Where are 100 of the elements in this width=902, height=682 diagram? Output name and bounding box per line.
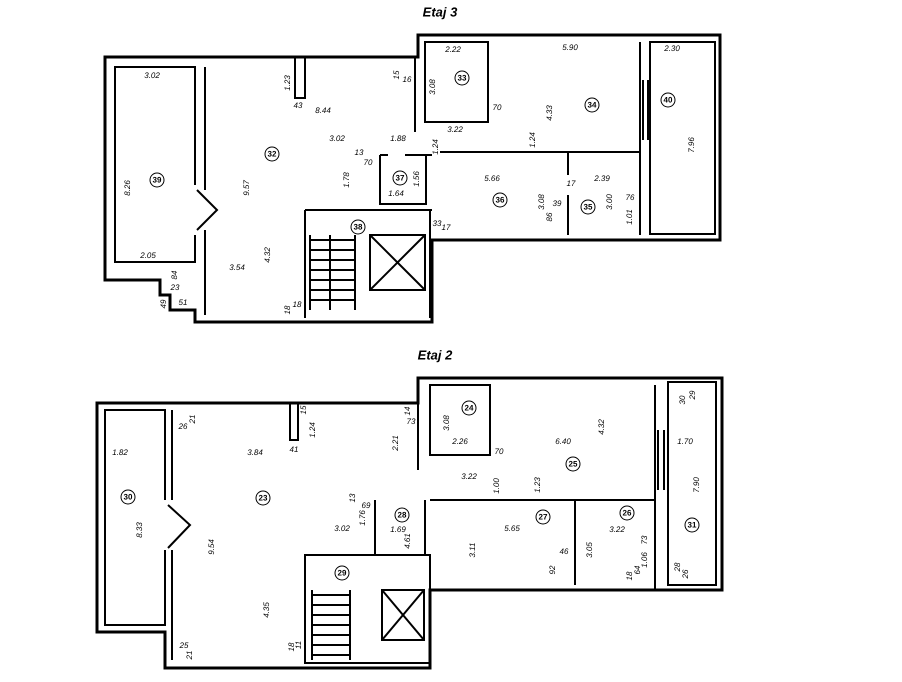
dimension-label: 2.26 bbox=[452, 438, 468, 446]
dimension-label: 70 bbox=[492, 104, 502, 112]
dimension-label: 39 bbox=[552, 200, 562, 208]
dimension-label: 41 bbox=[290, 446, 298, 454]
dimension-label: 1.56 bbox=[413, 171, 421, 187]
dimension-label: 49 bbox=[160, 300, 168, 308]
dimension-label: 3.02 bbox=[334, 525, 350, 533]
room-number: 26 bbox=[620, 506, 634, 520]
dimension-label: 4.32 bbox=[264, 247, 272, 263]
dimension-label: 9.54 bbox=[208, 539, 216, 555]
dimension-label: 4.35 bbox=[263, 602, 271, 618]
dimension-label: 2.22 bbox=[445, 46, 461, 54]
dimension-label: 70 bbox=[364, 159, 372, 167]
dimension-label: 23 bbox=[170, 284, 180, 292]
dimension-label: 17 bbox=[566, 180, 576, 188]
dimension-label: 14 bbox=[404, 406, 412, 416]
dimension-label: 28 bbox=[674, 562, 682, 572]
dimension-label: 4.61 bbox=[404, 533, 412, 549]
room-number: 28 bbox=[394, 508, 410, 522]
dimension-label: 1.70 bbox=[677, 438, 693, 446]
room-number: 39 bbox=[150, 172, 164, 188]
room-number: 32 bbox=[264, 146, 280, 162]
dimension-label: 18 bbox=[288, 642, 296, 652]
dimension-label: 1.24 bbox=[432, 139, 440, 155]
dimension-label: 18 bbox=[284, 306, 292, 314]
dimension-label: 15 bbox=[393, 70, 401, 80]
dimension-label: 3.22 bbox=[609, 526, 625, 534]
dimension-label: 1.00 bbox=[493, 478, 501, 494]
dimension-label: 30 bbox=[679, 396, 687, 404]
dimension-label: 33 bbox=[432, 220, 442, 228]
dimension-label: 84 bbox=[171, 270, 179, 280]
dimension-label: 21 bbox=[186, 650, 194, 660]
dimension-label: 17 bbox=[442, 224, 450, 232]
dimension-label: 86 bbox=[546, 212, 554, 222]
dimension-label: 8.33 bbox=[136, 522, 144, 538]
dimension-label: 21 bbox=[189, 414, 197, 424]
dimension-label: 13 bbox=[349, 494, 357, 502]
room-number: 35 bbox=[580, 200, 596, 214]
dimension-label: 18 bbox=[292, 301, 302, 309]
dimension-label: 51 bbox=[178, 299, 188, 307]
dimension-label: 1.24 bbox=[309, 422, 317, 438]
dimension-label: 1.24 bbox=[529, 132, 537, 148]
room-number: 37 bbox=[392, 170, 408, 186]
dimension-label: 1.23 bbox=[534, 477, 542, 493]
room-number: 40 bbox=[660, 92, 676, 108]
dimension-label: 29 bbox=[689, 390, 697, 400]
dimension-label: 2.21 bbox=[392, 435, 400, 451]
dimension-label: 3.08 bbox=[443, 415, 451, 431]
dimension-label: 3.05 bbox=[586, 542, 594, 558]
dimension-label: 3.54 bbox=[229, 264, 245, 272]
dimension-label: 6.40 bbox=[555, 438, 571, 446]
dimension-label: 69 bbox=[362, 502, 370, 510]
room-number: 34 bbox=[584, 98, 600, 112]
room-number: 25 bbox=[566, 456, 580, 472]
dimension-label: 3.08 bbox=[538, 194, 546, 210]
room-number: 38 bbox=[350, 220, 366, 234]
dimension-label: 70 bbox=[494, 448, 504, 456]
dimension-label: 73 bbox=[406, 418, 416, 426]
dimension-label: 3.02 bbox=[144, 72, 160, 80]
dimension-label: 16 bbox=[402, 76, 412, 84]
dimension-label: 3.02 bbox=[329, 135, 345, 143]
dimension-label: 43 bbox=[294, 102, 302, 110]
dimension-label: 5.65 bbox=[504, 525, 520, 533]
dimension-label: 3.08 bbox=[429, 79, 437, 95]
dimension-label: 15 bbox=[300, 406, 308, 414]
dimension-label: 1.88 bbox=[390, 135, 406, 143]
room-number: 36 bbox=[492, 192, 508, 208]
dimension-label: 26 bbox=[178, 423, 188, 431]
room-number: 27 bbox=[536, 510, 550, 524]
dimension-label: 3.00 bbox=[606, 194, 614, 210]
dimension-label: 7.96 bbox=[688, 137, 696, 153]
dimension-label: 1.01 bbox=[626, 209, 634, 225]
dimension-label: 76 bbox=[626, 194, 634, 202]
dimension-label: 1.23 bbox=[284, 75, 292, 91]
dimension-label: 2.05 bbox=[140, 252, 156, 260]
floor-heading: Etaj 2 bbox=[418, 348, 452, 362]
dimension-label: 2.39 bbox=[594, 175, 610, 183]
dimension-label: 3.84 bbox=[247, 449, 263, 457]
dimension-label: 1.82 bbox=[112, 449, 128, 457]
dimension-label: 73 bbox=[641, 536, 649, 544]
room-number: 29 bbox=[334, 566, 350, 580]
dimension-label: 9.57 bbox=[243, 180, 251, 196]
dimension-label: 8.44 bbox=[315, 107, 331, 115]
dimension-label: 25 bbox=[180, 642, 188, 650]
room-number: 31 bbox=[684, 518, 700, 532]
dimension-label: 1.06 bbox=[641, 552, 649, 568]
dimension-label: 46 bbox=[560, 548, 568, 556]
room-number: 33 bbox=[454, 70, 470, 86]
dimension-label: 4.33 bbox=[546, 105, 554, 121]
room-number: 24 bbox=[462, 400, 476, 416]
dimension-label: 3.22 bbox=[461, 473, 477, 481]
dimension-label: 7.90 bbox=[693, 477, 701, 493]
dimension-label: 3.22 bbox=[447, 126, 463, 134]
dimension-label: 92 bbox=[549, 566, 557, 574]
dimension-label: 3.11 bbox=[469, 542, 477, 558]
room-number: 23 bbox=[256, 490, 270, 506]
dimension-label: 5.66 bbox=[484, 175, 500, 183]
dimension-label: 8.26 bbox=[124, 180, 132, 196]
room-number: 30 bbox=[120, 490, 136, 504]
dimension-label: 2.30 bbox=[664, 45, 680, 53]
